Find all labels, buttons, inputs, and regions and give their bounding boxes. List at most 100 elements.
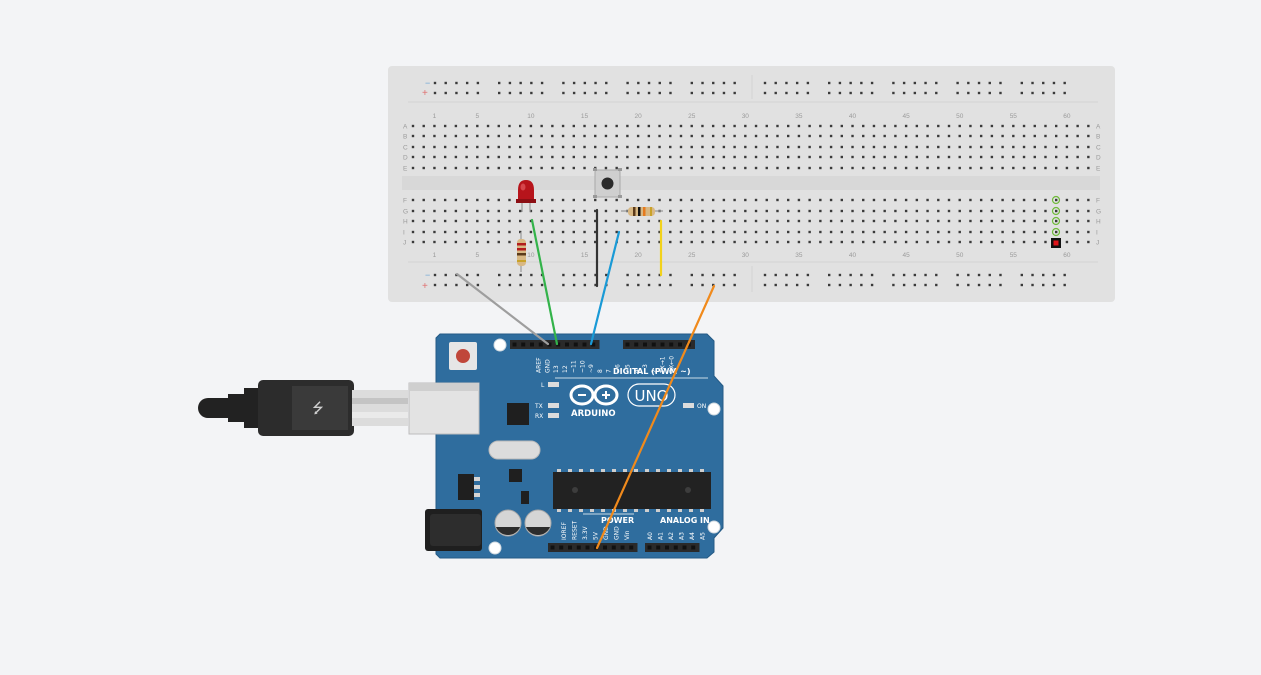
breadboard-hole <box>529 240 533 244</box>
header-socket[interactable] <box>573 342 578 347</box>
breadboard-hole <box>572 219 575 223</box>
digital-header-right[interactable] <box>623 340 695 349</box>
led-rim <box>516 199 536 203</box>
wire-orange-5v[interactable] <box>595 284 716 550</box>
header-socket[interactable] <box>538 342 543 347</box>
wire-green-pin13[interactable] <box>530 218 559 346</box>
breadboard-hole <box>540 166 543 170</box>
header-socket[interactable] <box>678 342 682 347</box>
breadboard[interactable]: 1155101015152020252530303535404045455050… <box>388 66 1115 302</box>
header-socket[interactable] <box>611 545 616 550</box>
header-socket[interactable] <box>530 342 534 347</box>
header-socket[interactable] <box>585 545 590 550</box>
breadboard-hole <box>883 198 886 202</box>
rail-hole <box>658 91 661 95</box>
pushbutton[interactable] <box>593 168 622 198</box>
wires[interactable] <box>455 208 716 550</box>
header-socket[interactable] <box>576 545 581 550</box>
rail-hole <box>444 91 447 95</box>
breadboard-hole <box>797 124 801 128</box>
header-socket[interactable] <box>669 342 674 347</box>
rail-hole <box>605 81 608 85</box>
breadboard-hole <box>990 155 994 159</box>
breadboard-hole <box>486 134 490 138</box>
usb-b-port-top <box>409 383 479 391</box>
breadboard-hole <box>744 155 747 159</box>
pin-label: RESET <box>572 520 579 540</box>
header-socket[interactable] <box>512 342 517 347</box>
header-socket[interactable] <box>559 545 564 550</box>
row-label: D <box>403 155 408 162</box>
breadboard-hole <box>636 198 640 202</box>
rail-hole <box>658 283 661 287</box>
header-socket[interactable] <box>547 342 552 347</box>
header-socket[interactable] <box>643 342 647 347</box>
header-socket[interactable] <box>651 342 656 347</box>
breadboard-hole <box>1033 240 1036 244</box>
breadboard-hole <box>615 198 618 202</box>
breadboard-hole <box>422 209 425 213</box>
row-label: I <box>1096 230 1098 237</box>
rail-hole <box>455 91 458 95</box>
breadboard-hole <box>647 134 651 138</box>
breadboard-hole <box>701 240 704 244</box>
wire-blue-pin10[interactable] <box>589 230 621 346</box>
resistor-10k-horizontal[interactable] <box>621 207 663 216</box>
header-socket[interactable] <box>565 342 569 347</box>
breadboard-hole <box>679 198 683 202</box>
breadboard-hole <box>561 145 565 149</box>
rail-hole <box>999 283 1002 287</box>
header-socket[interactable] <box>620 545 625 550</box>
breadboard-hole <box>765 124 768 128</box>
analog-header[interactable] <box>645 543 700 552</box>
breadboard-hole <box>443 219 447 223</box>
breadboard-hole <box>862 166 865 170</box>
header-socket[interactable] <box>682 545 687 550</box>
header-socket[interactable] <box>691 545 696 550</box>
pin-label: GND <box>544 359 551 373</box>
header-socket[interactable] <box>656 545 661 550</box>
header-socket[interactable] <box>568 545 572 550</box>
resistor-band-2 <box>517 248 526 251</box>
header-socket[interactable] <box>673 545 678 550</box>
breadboard-hole <box>454 124 458 128</box>
breadboard-hole <box>1044 219 1047 223</box>
breadboard-hole <box>1001 166 1004 170</box>
usb-b-port[interactable] <box>408 382 480 435</box>
header-socket[interactable] <box>550 545 555 550</box>
breadboard-hole <box>411 219 415 223</box>
header-socket[interactable] <box>603 545 607 550</box>
resistor-220-vertical[interactable] <box>517 232 526 272</box>
breadboard-hole <box>454 134 458 138</box>
breadboard-hole <box>508 134 511 138</box>
breadboard-hole <box>636 166 640 170</box>
breadboard-hole <box>604 134 608 138</box>
pin-label: ~11 <box>571 360 578 373</box>
breadboard-hole <box>1033 230 1036 234</box>
red-led[interactable] <box>516 180 536 212</box>
usb-metal-shell <box>352 390 408 426</box>
breadboard-hole <box>422 145 425 149</box>
breadboard-hole <box>454 155 458 159</box>
breadboard-hole <box>669 134 672 138</box>
digital-header-left[interactable] <box>510 340 600 349</box>
power-header[interactable] <box>548 543 638 552</box>
usb-cable[interactable]: ⭍ <box>198 380 408 436</box>
reset-button[interactable] <box>456 349 470 363</box>
header-socket[interactable] <box>665 545 669 550</box>
header-socket[interactable] <box>660 342 665 347</box>
rail-hole <box>913 91 917 95</box>
crystal-oscillator <box>488 440 541 460</box>
header-socket[interactable] <box>629 545 634 550</box>
wire-gray-gnd[interactable] <box>455 272 550 346</box>
header-socket[interactable] <box>625 342 630 347</box>
header-socket[interactable] <box>582 342 587 347</box>
header-socket[interactable] <box>521 342 526 347</box>
header-socket[interactable] <box>591 342 596 347</box>
header-socket[interactable] <box>556 342 561 347</box>
header-socket[interactable] <box>647 545 652 550</box>
breadboard-hole <box>1044 230 1047 234</box>
header-socket[interactable] <box>634 342 639 347</box>
